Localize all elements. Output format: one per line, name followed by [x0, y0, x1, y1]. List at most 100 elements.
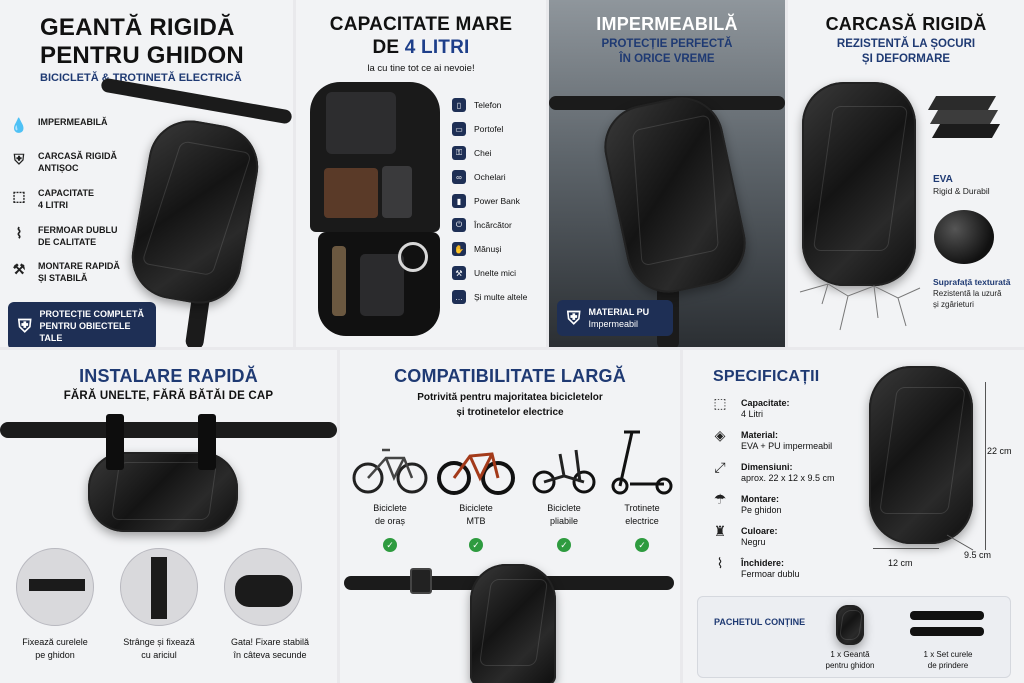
glove-icon: ✋ [452, 242, 466, 256]
capacity-title-line1: CAPACITATE MARE [329, 14, 513, 35]
spec-closure: ⌇Închidere:Fermoar dublu [711, 556, 800, 580]
spec-value: Negru [741, 537, 766, 547]
install-sub: FĂRĂ UNELTE, FĂRĂ BĂTĂI DE CAP [63, 390, 274, 402]
panel-compatibility: COMPATIBILITATE LARGĂ Potrivită pentru m… [340, 350, 680, 683]
e-scooter-icon [611, 430, 673, 495]
waterproof-sub1: PROTECȚIE PERFECTĂ [601, 38, 733, 50]
rigid-bag-photo [802, 82, 916, 286]
shield-check-icon: ⛨ [13, 151, 25, 167]
texture-sample [934, 210, 994, 264]
mtb-bike-icon [437, 452, 515, 495]
capacity-tagline: la cu tine tot ce ai nevoie! [367, 63, 475, 74]
glasses-icon: ∞ [452, 170, 466, 184]
more-icon: … [452, 290, 466, 304]
vehicle-text: Trotinete [624, 503, 660, 513]
spec-value: Pe ghidon [741, 505, 782, 515]
item-keys: ⚿ Chei [452, 146, 491, 160]
capacity-title-line2: DE 4 LITRI [296, 37, 546, 59]
install-title: INSTALARE RAPIDĂ [79, 366, 258, 386]
spec-value: 4 Litri [741, 409, 764, 419]
main-title-line2: PENTRU GHIDON [40, 42, 244, 69]
spec-label: Material: [741, 430, 779, 440]
material-icon: ◈ [714, 427, 726, 443]
spec-mount: ☂Montare:Pe ghidon [711, 492, 782, 516]
rigid-sub1: REZISTENTĂ LA ȘOCURI [836, 38, 976, 50]
spec-color: ♜Culoare:Negru [711, 524, 778, 548]
depth-dim-label: 9.5 cm [964, 550, 992, 560]
phone-icon: ▯ [452, 98, 466, 112]
item-label: Portofel [474, 124, 504, 134]
badge-line1: PROTECȚIE COMPLETĂ [39, 309, 145, 319]
package-item-text: 1 x Geantă [830, 650, 870, 659]
handlebar [100, 77, 293, 125]
package-item-text-2: de prindere [927, 661, 969, 670]
feature-label-2: ȘI STABILĂ [38, 273, 88, 283]
panel-installation: INSTALARE RAPIDĂ FĂRĂ UNELTE, FĂRĂ BĂTĂI… [0, 350, 337, 683]
strap-left [106, 414, 124, 470]
item-more: …Și multe altele [452, 290, 527, 304]
vehicle-text-2: pliabile [549, 516, 579, 526]
waterproof-sub2: ÎN ORICE VREME [619, 53, 715, 65]
rigid-title: CARCASĂ RIGIDĂ [825, 14, 987, 34]
bag-photo [125, 113, 265, 311]
eva-title: EVA [933, 174, 953, 185]
eva-text: Rigid & Durabil [933, 186, 990, 196]
feature-label: CAPACITATE [38, 188, 94, 198]
step3-photo [224, 548, 302, 626]
spec-value: EVA + PU impermeabil [741, 441, 833, 451]
item-gloves: ✋Mănuși [452, 242, 501, 256]
texture-line1: Rezistentă la uzură [933, 289, 1002, 298]
width-dim-line [873, 548, 939, 549]
key-icon: ⚿ [452, 146, 466, 160]
handlebar [0, 422, 337, 438]
item-label: Unelte mici [474, 268, 517, 278]
spec-label: Închidere: [741, 558, 785, 568]
compat-sub2: și trotinetelor electrice [456, 407, 564, 418]
rigid-sub2: ȘI DEFORMARE [861, 53, 951, 65]
check-icon: ✓ [635, 538, 649, 552]
ruler-icon: ⤢ [714, 459, 726, 475]
wet-bag-photo [596, 89, 754, 301]
item-label: Chei [474, 148, 492, 158]
item-tools: ⚒Unelte mici [452, 266, 516, 280]
city-bike-icon [352, 448, 428, 494]
panel-rigid-shell: CARCASĂ RIGIDĂ REZISTENTĂ LA ȘOCURI ȘI D… [788, 0, 1024, 347]
badge-line2: Impermeabil [588, 319, 639, 329]
bike-display [410, 568, 432, 594]
texture-title: Suprafață texturată [933, 277, 1011, 287]
package-bag-thumb [836, 605, 864, 645]
main-subtitle: BICICLETĂ & TROTINETĂ ELECTRICĂ [40, 72, 242, 84]
item-label: Ochelari [474, 172, 506, 182]
shield-drop-icon: ⛨ [18, 316, 32, 336]
capacity-prefix: DE [372, 37, 405, 58]
check-icon: ✓ [557, 538, 571, 552]
height-dim-label: 22 cm [987, 446, 1012, 456]
check-icon: ✓ [469, 538, 483, 552]
package-item-text: 1 x Set curele [923, 650, 973, 659]
feature-label: FERMOAR DUBLU [38, 225, 118, 235]
item-glasses: ∞ Ochelari [452, 170, 506, 184]
feature-label: MONTARE RAPIDĂ [38, 261, 120, 271]
step-text-2: cu ariciul [141, 650, 177, 660]
panel-capacity: CAPACITATE MARE DE 4 LITRI la cu tine to… [296, 0, 546, 347]
item-label: Încărcător [474, 220, 512, 230]
open-bag-bottom [318, 232, 440, 336]
compat-sub1: Potrivită pentru majoritatea bicicletelo… [417, 392, 603, 403]
spec-value: Fermoar dublu [741, 569, 800, 579]
spec-dimensions: ⤢Dimensiuni:aprox. 22 x 12 x 9.5 cm [711, 459, 834, 484]
spec-bag-photo [869, 366, 973, 544]
panel-waterproof: IMPERMEABILĂ PROTECȚIE PERFECTĂ ÎN ORICE… [549, 0, 785, 347]
width-dim-label: 12 cm [888, 558, 913, 568]
plug-icon: ⏻ [452, 218, 466, 232]
cable-item [398, 242, 428, 272]
vehicle-text-2: MTB [466, 516, 486, 526]
badge-line1: MATERIAL PU [588, 307, 650, 317]
folding-bike-icon [532, 449, 596, 494]
